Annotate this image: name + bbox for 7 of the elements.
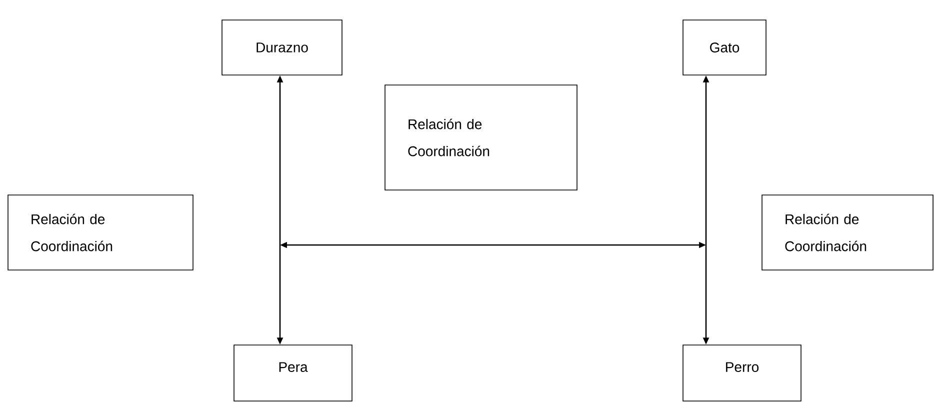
word-box: Durazno: [222, 20, 342, 76]
word-box: Pera: [234, 344, 352, 402]
word-box: Perro: [682, 344, 802, 402]
relation-label-box: Relación de Coordinación: [762, 194, 934, 270]
word-box: Gato: [682, 20, 766, 76]
relation-label-box: Relación de Coordinación: [8, 194, 194, 270]
relation-label-box: Relación de Coordinación: [384, 84, 578, 190]
